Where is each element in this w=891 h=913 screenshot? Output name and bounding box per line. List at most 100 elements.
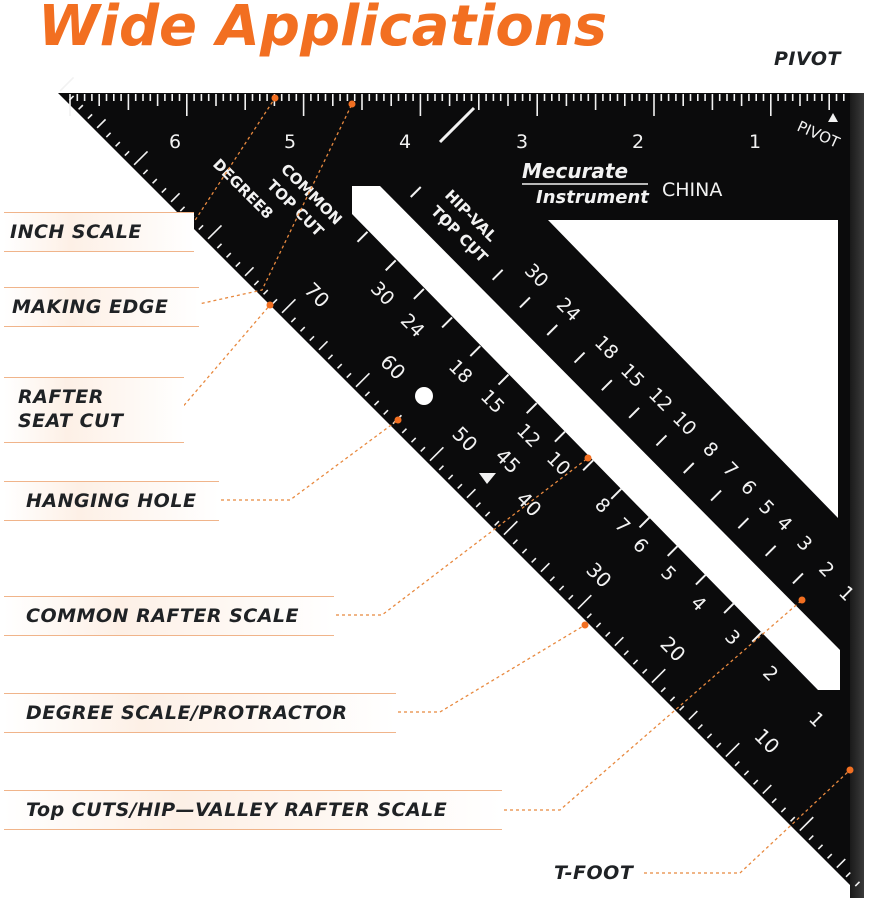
scale-tick <box>355 372 370 388</box>
scale-tick <box>464 241 477 253</box>
callout-rafter-seat-cut: RAFTER SEAT CUT <box>4 377 184 443</box>
scale-tick <box>558 585 565 591</box>
scale-tick <box>253 280 260 286</box>
scale-tick <box>817 844 824 850</box>
inch-number: 2 <box>632 131 644 153</box>
scale-tick <box>235 261 241 268</box>
scale-tick <box>531 557 537 563</box>
scale-tick <box>410 437 417 443</box>
scale-tick <box>632 659 639 665</box>
scale-tick <box>318 340 329 351</box>
scale-tick <box>441 316 453 329</box>
scale-tick <box>420 446 426 453</box>
inner-cutout <box>548 220 838 518</box>
scale-tick <box>716 742 722 748</box>
scale-tick <box>771 798 777 804</box>
page-title: Wide Applications <box>38 0 608 59</box>
scale-tick <box>447 474 454 480</box>
scale-tick <box>792 572 804 585</box>
scale-tick <box>384 259 397 272</box>
scale-tick <box>614 636 624 647</box>
scale-tick <box>688 710 698 721</box>
scale-tick <box>272 298 278 305</box>
scale-tick <box>124 150 130 157</box>
callout-hanging-hole: HANGING HOLE <box>4 481 219 521</box>
t-foot-bar <box>850 93 864 898</box>
scale-tick <box>799 816 814 832</box>
origin-label: CHINA <box>662 179 722 201</box>
hanging-hole <box>415 387 433 405</box>
marker-dot <box>584 454 592 462</box>
scale-tick <box>521 548 528 554</box>
marker-dot <box>798 596 806 604</box>
leader-common-rafter <box>330 457 589 616</box>
callout-inch-scale: INCH SCALE <box>4 212 194 252</box>
scale-tick <box>216 243 223 249</box>
scale-tick <box>642 668 648 674</box>
scale-tick <box>299 326 306 332</box>
scale-tick <box>512 539 518 545</box>
scale-tick <box>309 335 315 342</box>
scale-tick <box>764 545 777 557</box>
scale-tick <box>429 446 444 462</box>
scale-tick <box>638 516 651 529</box>
inch-number: 4 <box>399 131 411 153</box>
leader-hip-valley <box>498 599 803 811</box>
scale-tick <box>346 372 352 379</box>
scale-tick <box>743 770 750 776</box>
scale-tick <box>373 400 380 406</box>
scale-tick <box>789 816 796 822</box>
scale-tick <box>179 206 186 212</box>
scale-tick <box>364 391 371 397</box>
scale-tick <box>327 354 334 360</box>
scale-tick <box>438 465 445 471</box>
inch-number: 3 <box>516 131 528 153</box>
pivot-label: PIVOT <box>774 48 841 70</box>
scale-tick <box>491 269 504 281</box>
scale-tick <box>469 345 482 357</box>
scale-tick <box>845 871 851 878</box>
scale-tick <box>262 289 269 295</box>
scale-tick <box>497 373 510 386</box>
scale-tick <box>751 630 764 643</box>
scale-tick <box>669 696 676 702</box>
callout-label: DEGREE SCALE/PROTRACTOR <box>26 702 348 724</box>
marker-dot <box>271 94 279 102</box>
scale-tick <box>610 488 623 500</box>
scale-tick <box>582 459 594 471</box>
scale-tick <box>68 95 75 101</box>
scale-tick <box>605 631 611 637</box>
scale-tick <box>683 462 695 474</box>
scale-tick <box>356 231 369 243</box>
scale-tick <box>679 705 685 711</box>
callout-label: RAFTER <box>18 386 104 408</box>
scale-tick <box>115 141 121 147</box>
marker-dot <box>581 621 589 629</box>
scale-tick <box>577 594 592 610</box>
marker-dot <box>394 416 402 424</box>
callout-common-rafter-scale: COMMON RAFTER SCALE <box>4 596 334 636</box>
scale-tick <box>836 858 846 869</box>
scale-tick <box>808 834 814 841</box>
scale-tick <box>336 363 343 369</box>
scale-tick <box>152 178 158 184</box>
scale-tick <box>133 150 149 166</box>
scale-tick <box>737 517 750 529</box>
scale-tick <box>401 428 408 434</box>
scale-tick <box>546 324 558 336</box>
callout-hip-valley-scale: Top CUTS/HIP—VALLEY RAFTER SCALE <box>4 790 502 830</box>
scale-tick <box>628 407 640 419</box>
scale-tick <box>568 594 574 600</box>
scale-tick <box>503 520 518 536</box>
scale-tick <box>383 409 389 416</box>
45-degree-arrow-icon <box>479 473 496 484</box>
scale-tick <box>142 169 149 175</box>
scale-tick <box>78 104 84 110</box>
inch-number: 6 <box>169 131 181 153</box>
marker-dot <box>846 766 854 774</box>
marker-dot <box>266 301 274 309</box>
scale-tick <box>753 779 759 785</box>
scale-tick <box>281 298 297 314</box>
